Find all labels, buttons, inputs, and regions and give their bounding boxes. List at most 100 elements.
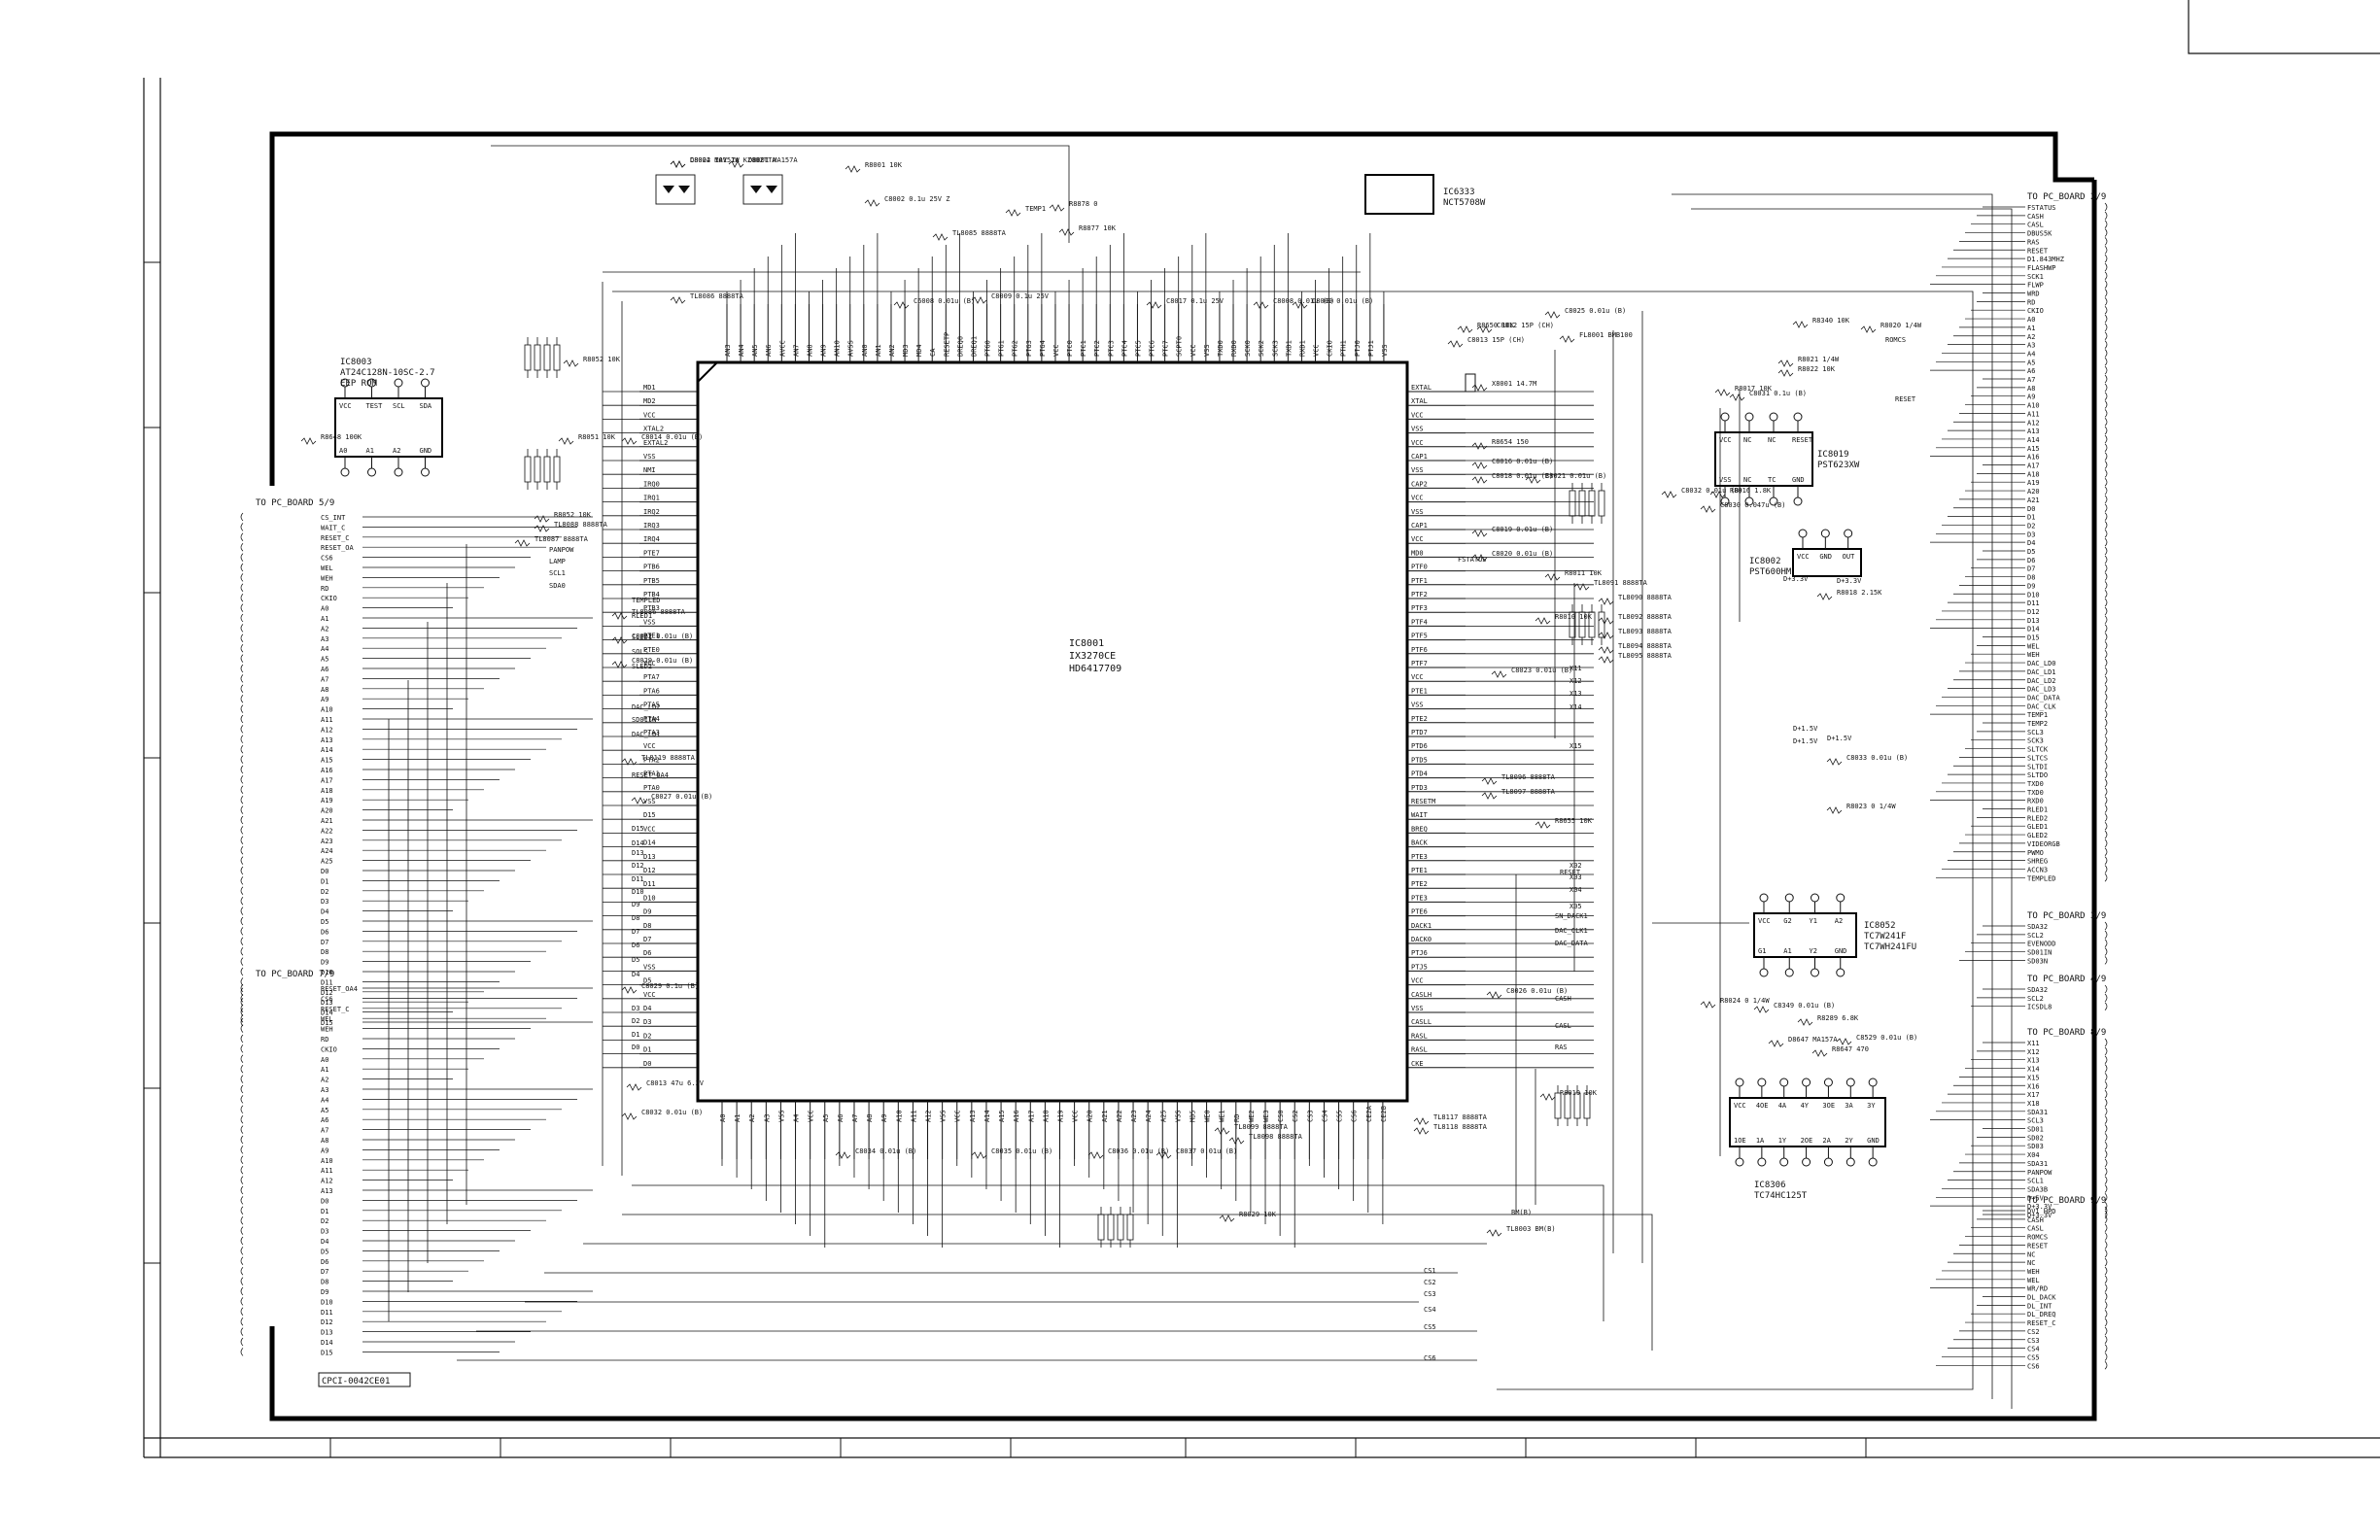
component-label: C8529 0.01u (B) [1856, 1034, 1917, 1042]
ic-pin: VSS [1719, 476, 1732, 484]
connector-pin-label: X16 [2027, 1082, 2040, 1090]
connector-pin-label: A2 [321, 625, 328, 633]
pin-label: WE1 [1219, 1110, 1226, 1122]
connector-pin-label: D15 [2027, 634, 2040, 642]
component-label: C8037 0.01u (B) [1176, 1147, 1237, 1155]
connector-pin-label: A0 [2027, 316, 2035, 324]
pin-label: PTC6 [1149, 340, 1156, 357]
component-label: R8023 0 1/4W [1846, 803, 1896, 810]
connector-pin-label: X17 [2027, 1091, 2040, 1099]
connector-pin-label: D8 [2027, 574, 2035, 582]
component-label: TL8096 8888TA [1501, 773, 1556, 781]
component-label: C8017 0.1u 25V [1166, 297, 1224, 305]
ic-pin: GND [420, 447, 432, 455]
component-label: TL8003 BM(B) [1506, 1225, 1556, 1233]
pin-label: A25 [1159, 1110, 1167, 1122]
connector-pin-label: A19 [2027, 479, 2040, 487]
component-label: C8014 0.01u (B) [641, 433, 703, 441]
ic-pin: G1 [1758, 947, 1766, 955]
net-label: X13 [1569, 690, 1582, 698]
connector-pin-label: D1 [321, 1208, 328, 1215]
pin-label: VSS [940, 1110, 948, 1122]
connector-pin-label: DL_INT [2027, 1302, 2052, 1310]
pin-label: MD1 [643, 384, 656, 392]
net-label: X05 [1569, 903, 1582, 910]
ic-pin: A1 [1783, 947, 1791, 955]
pin-label: AN2 [888, 344, 896, 357]
pin-label: VSS [643, 618, 656, 626]
pin-label: A10 [895, 1110, 903, 1122]
component-label: D8002 MA157A [690, 156, 740, 164]
component-label: C8019 0.01u (B) [1492, 526, 1553, 533]
connector-pin-label: A20 [321, 807, 333, 815]
component-label: C8032 0.01u (B) [641, 1109, 703, 1116]
pin-label: VSS [643, 798, 656, 805]
pin-label: PTA5 [643, 702, 660, 709]
connector-pin-label: A17 [321, 776, 333, 784]
ic-pin: 2Y [1845, 1137, 1853, 1145]
net-label: D15 [632, 825, 644, 833]
net-label: D0 [632, 1044, 639, 1051]
ic-pin: VCC [1734, 1102, 1746, 1110]
connector-pin-label: CS_INT [321, 514, 346, 522]
pin-label: RESETP [943, 332, 950, 357]
connector-pin-label: CKIO [321, 1045, 337, 1053]
connector-pin-label: D9 [321, 1288, 328, 1296]
ic-pin: OUT [1843, 553, 1855, 561]
connector-pin-label: D7 [321, 1268, 328, 1276]
net-label: D+1.5V [1827, 735, 1852, 742]
pin-label: PTD6 [1411, 742, 1428, 750]
pin-label: VCC [1190, 344, 1197, 357]
pin-label: NMI [643, 466, 656, 474]
net-label: SDA0 [549, 582, 566, 590]
component-label: TL8090 8888TA [1618, 594, 1673, 601]
component-label: R8647 470 [1832, 1045, 1869, 1053]
pin-label: D6 [643, 949, 651, 957]
pin-label: A9 [880, 1114, 888, 1122]
pin-label: PTF4 [1411, 618, 1428, 626]
connector-pin-label: SCL2 [2027, 995, 2044, 1003]
connector-pin-label: ACCN3 [2027, 866, 2048, 873]
pin-label: VCC [1411, 495, 1424, 502]
connector-pin-label: RESET_C [321, 1006, 350, 1013]
connector-pin-label: EVENODD [2027, 941, 2056, 948]
ic-pin: 1Y [1778, 1137, 1787, 1145]
component-label: TL8094 8888TA [1618, 642, 1673, 650]
ic-pin: 4OE [1756, 1102, 1769, 1110]
pin-label: DREQ1 [970, 336, 978, 357]
pin-label: PTA0 [643, 784, 660, 792]
connector-pin-label: D4 [2027, 539, 2035, 547]
connector-pin-label: WEH [2027, 1268, 2040, 1276]
pin-label: MD3 [902, 344, 910, 357]
connector-pin-label: DAC_LD3 [2027, 686, 2056, 694]
ic-pin: VCC [1719, 436, 1732, 444]
pin-label: MD0 [1411, 549, 1424, 557]
pin-label: BACK [1411, 839, 1429, 847]
pin-label: CS5 [1336, 1110, 1344, 1122]
pin-label: RESETM [1411, 798, 1435, 805]
pin-label: AVCC [778, 340, 786, 357]
net-label: DAC_DATA [1555, 940, 1589, 947]
pin-label: D14 [643, 839, 656, 847]
right-connectors: TO PC_BOARD 2/9FSTATUSCASHCASLDBUS5KRASR… [1930, 192, 2108, 1370]
connector-pin-label: X11 [2027, 1040, 2040, 1047]
connector-pin-label: SD01 [2027, 1126, 2044, 1134]
pin-label: SCPT0 [1176, 336, 1184, 357]
net-label: D2 [632, 1017, 639, 1025]
net-label: SLED1 [632, 633, 652, 641]
component-label: TL8086 8888TA [690, 292, 744, 300]
ic-pin: SCL [393, 402, 405, 410]
pin-label: AN9 [820, 344, 828, 357]
pin-label: PTF7 [1411, 660, 1428, 667]
ic-part2: TC7WH241FU [1864, 942, 1916, 952]
ic-note: EEP ROM [340, 379, 378, 389]
pin-label: VSS [1174, 1110, 1182, 1122]
pin-label: PTF5 [1411, 633, 1428, 640]
connector-title: TO PC_BOARD 9/9 [2027, 1196, 2106, 1206]
connector-pin-label: A20 [2027, 488, 2040, 496]
pin-label: VCC [1411, 977, 1424, 985]
pin-label: PTA1 [643, 770, 660, 778]
net-label: D5 [632, 956, 639, 964]
component-label: R8877 10K [1079, 224, 1117, 232]
pin-label: PTG3 [1025, 340, 1033, 357]
